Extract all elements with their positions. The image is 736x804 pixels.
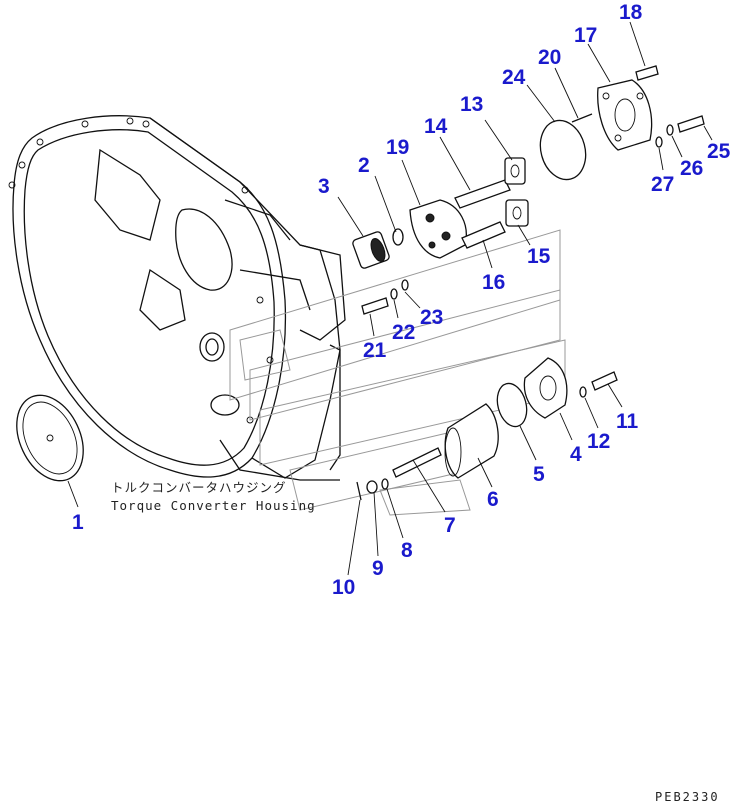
part-washer-27 bbox=[655, 136, 663, 148]
part-gear-3 bbox=[352, 231, 390, 269]
callout-3[interactable]: 3 bbox=[318, 175, 330, 198]
callout-8[interactable]: 8 bbox=[401, 539, 413, 562]
part-filter-cover-4 bbox=[523, 357, 568, 419]
part-o-ring-24 bbox=[539, 119, 587, 181]
part-shaft-14 bbox=[454, 179, 511, 209]
callouts: 1 2 3 4 5 6 7 8 9 10 11 12 13 14 15 16 1… bbox=[72, 1, 731, 599]
callout-25[interactable]: 25 bbox=[707, 140, 731, 163]
callout-11[interactable]: 11 bbox=[616, 410, 639, 433]
callout-1[interactable]: 1 bbox=[72, 511, 84, 534]
part-washer-22 bbox=[390, 288, 398, 300]
part-bolt-21 bbox=[361, 297, 389, 315]
callout-6[interactable]: 6 bbox=[487, 488, 499, 511]
part-washer-26 bbox=[666, 124, 674, 136]
cover-plate bbox=[16, 394, 84, 482]
callout-13[interactable]: 13 bbox=[460, 93, 483, 116]
callout-9[interactable]: 9 bbox=[372, 557, 384, 580]
part-shaft-16 bbox=[461, 221, 506, 249]
callout-23[interactable]: 23 bbox=[420, 306, 443, 329]
callout-10[interactable]: 10 bbox=[332, 576, 355, 599]
part-nut-9 bbox=[366, 480, 378, 494]
part-cotter-pin-10 bbox=[356, 481, 362, 501]
part-rod-7 bbox=[392, 447, 442, 478]
drawing-code: PEB2330 bbox=[655, 790, 720, 804]
callout-7[interactable]: 7 bbox=[444, 514, 456, 537]
callout-15[interactable]: 15 bbox=[527, 245, 551, 268]
callout-16[interactable]: 16 bbox=[482, 271, 505, 294]
part-bolt-11 bbox=[591, 371, 618, 391]
callout-2[interactable]: 2 bbox=[358, 154, 370, 177]
callout-5[interactable]: 5 bbox=[533, 463, 545, 486]
part-o-ring-5 bbox=[496, 382, 528, 428]
housing-label-jp: トルクコンバータハウジング bbox=[111, 480, 287, 495]
part-washer-23 bbox=[401, 279, 409, 291]
part-gear-13 bbox=[504, 157, 526, 185]
part-bolt-18 bbox=[635, 65, 659, 81]
callout-17[interactable]: 17 bbox=[574, 24, 597, 47]
part-washer-8 bbox=[381, 478, 389, 490]
part-gear-15 bbox=[505, 199, 529, 227]
callout-19[interactable]: 19 bbox=[386, 136, 409, 159]
callout-20[interactable]: 20 bbox=[538, 46, 561, 69]
housing-label-en: Torque Converter Housing bbox=[111, 498, 316, 513]
part-bolt-25 bbox=[677, 115, 705, 133]
callout-22[interactable]: 22 bbox=[392, 321, 415, 344]
callout-21[interactable]: 21 bbox=[363, 339, 387, 362]
callout-26[interactable]: 26 bbox=[680, 157, 703, 180]
callout-18[interactable]: 18 bbox=[619, 1, 643, 24]
callout-4[interactable]: 4 bbox=[570, 443, 582, 466]
housing bbox=[8, 115, 346, 481]
callout-27[interactable]: 27 bbox=[651, 173, 674, 196]
part-pump-cover-17 bbox=[597, 79, 653, 151]
part-pin-20 bbox=[571, 113, 593, 123]
callout-24[interactable]: 24 bbox=[502, 66, 526, 89]
leader-lines bbox=[67, 21, 713, 576]
part-filter-element-6 bbox=[444, 403, 499, 479]
part-washer-12 bbox=[579, 386, 587, 398]
part-pump-body-19 bbox=[409, 199, 467, 259]
callout-14[interactable]: 14 bbox=[424, 115, 448, 138]
part-snap-ring-2 bbox=[392, 228, 404, 246]
callout-12[interactable]: 12 bbox=[587, 430, 610, 453]
